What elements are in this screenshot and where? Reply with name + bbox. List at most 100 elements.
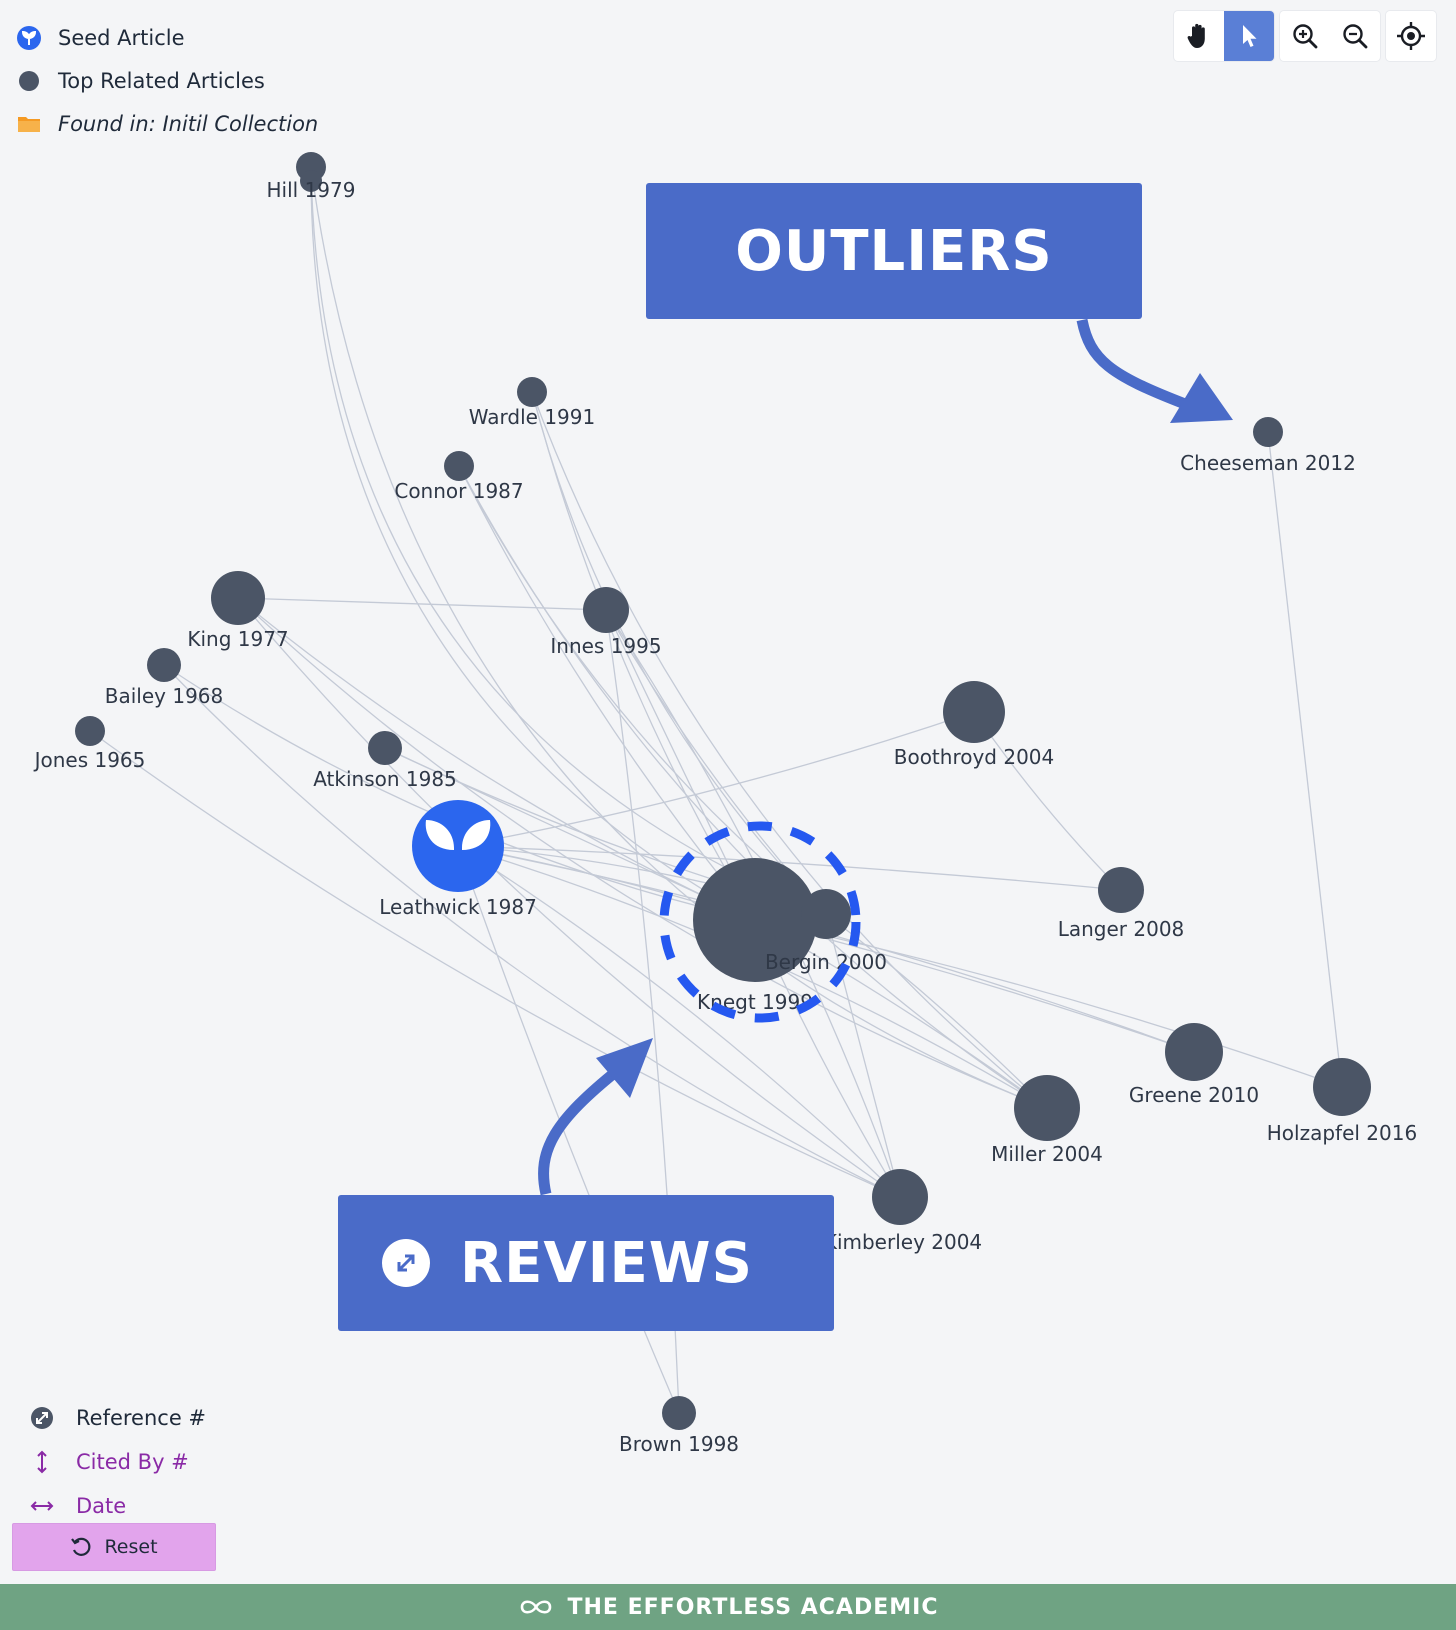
edge-leathwick-langer [457,845,1122,891]
callout-arrows [538,318,1233,1196]
node-langer[interactable] [1098,867,1144,913]
hand-icon [1187,23,1205,48]
node-circle-bailey[interactable] [147,648,181,682]
node-circle-langer[interactable] [1098,867,1144,913]
legend-found: Found in: Initil Collection [16,102,318,145]
zoom-in-button[interactable] [1280,11,1330,61]
node-boothroyd[interactable] [943,681,1005,743]
node-circle-brown[interactable] [662,1396,696,1430]
node-circle-connor[interactable] [444,451,474,481]
legend-related-label: Top Related Articles [58,68,265,93]
node-circle-atkinson[interactable] [368,731,402,765]
edge-king-miller [237,597,1048,1109]
pointer-icon [1243,25,1257,47]
node-circle-greene[interactable] [1165,1023,1223,1081]
mode-tools [1174,11,1274,61]
select-tool-button[interactable] [1224,11,1274,61]
edge-leathwick-boothroyd [457,711,975,847]
horizontal-arrows-icon [28,1496,56,1516]
legend-seed: Seed Article [16,16,318,59]
node-circle-jones[interactable] [75,716,105,746]
reference-icon [28,1406,56,1430]
infinity-icon [518,1597,554,1617]
edge-wardle-knegt [531,391,756,921]
graph-nodes [75,152,1371,1430]
node-connor[interactable] [444,451,474,481]
edge-wardle-miller [531,391,1048,1109]
node-brown[interactable] [662,1396,696,1430]
node-circle-wardle[interactable] [517,377,547,407]
node-miller[interactable] [1014,1075,1080,1141]
node-circle-bergin[interactable] [801,889,851,939]
node-wardle[interactable] [517,377,547,407]
node-innes[interactable] [583,587,629,633]
reset-button[interactable]: Reset [12,1523,216,1571]
seed-node-leathwick[interactable] [412,800,504,892]
reset-label: Reset [104,1536,158,1558]
node-circle-boothroyd[interactable] [943,681,1005,743]
node-circle-cheeseman[interactable] [1253,417,1283,447]
node-label-bergin: Bergin 2000 [765,950,887,974]
edge-king-innes [237,597,607,611]
node-label-bailey: Bailey 1968 [105,684,224,708]
node-greene[interactable] [1165,1023,1223,1081]
date-option[interactable]: Date [28,1484,206,1528]
cited-by-option[interactable]: Cited By # [28,1440,206,1484]
zoom-tools [1280,11,1380,61]
node-atkinson[interactable] [368,731,402,765]
reviews-callout: REVIEWS [338,1195,834,1331]
node-circle-king[interactable] [211,571,265,625]
seed-node-circle[interactable] [412,800,504,892]
outliers-arrow-line [1076,318,1187,410]
node-label-boothroyd: Boothroyd 2004 [894,745,1055,769]
node-circle-kimberley[interactable] [872,1169,928,1225]
edge-jones-kimberley [89,730,901,1198]
node-king[interactable] [211,571,265,625]
outliers-arrow-head [1170,373,1233,423]
target-icon [1397,22,1425,50]
node-jones[interactable] [75,716,105,746]
edge-connor-miller [458,465,1048,1109]
node-label-brown: Brown 1998 [619,1432,739,1456]
node-cheeseman[interactable] [1253,417,1283,447]
highlight-dashed-ring [659,821,861,1023]
node-bergin[interactable] [801,889,851,939]
node-kimberley[interactable] [872,1169,928,1225]
pan-tool-button[interactable] [1174,11,1224,61]
node-bailey[interactable] [147,648,181,682]
node-hill[interactable] [296,152,326,192]
node-label-connor: Connor 1987 [394,479,523,503]
node-circle-hill-overlap[interactable] [300,170,322,192]
edge-leathwick-greene [457,845,1195,1053]
cited-by-label: Cited By # [76,1450,189,1474]
node-knegt[interactable] [693,858,817,982]
footer-label: THE EFFORTLESS ACADEMIC [567,1594,939,1620]
edge-bailey-kimberley [163,664,901,1198]
zoom-out-button[interactable] [1330,11,1380,61]
node-label-king: King 1977 [187,627,288,651]
node-holzapfel[interactable] [1313,1058,1371,1116]
zoom-in-icon [1293,24,1318,49]
node-label-greene: Greene 2010 [1129,1083,1259,1107]
node-label-cheeseman: Cheeseman 2012 [1180,451,1356,475]
legend-related: Top Related Articles [16,59,318,102]
reset-icon [70,1536,92,1558]
node-label-miller: Miller 2004 [991,1142,1103,1166]
node-circle-holzapfel[interactable] [1313,1058,1371,1116]
node-label-wardle: Wardle 1991 [469,405,595,429]
outliers-callout: OUTLIERS [646,183,1142,319]
node-circle-miller[interactable] [1014,1075,1080,1141]
size-legend: Reference # Cited By # Date [28,1396,206,1528]
vertical-arrows-icon [28,1449,56,1475]
reference-count-option[interactable]: Reference # [28,1396,206,1440]
node-circle-knegt[interactable] [693,858,817,982]
legend-found-label: Found in: Initil Collection [58,111,319,136]
edge-leathwick-brown [457,845,680,1414]
expand-arrows-icon [382,1239,430,1287]
node-label-atkinson: Atkinson 1985 [313,767,457,791]
footer-banner: THE EFFORTLESS ACADEMIC [0,1584,1456,1630]
recenter-button[interactable] [1386,11,1436,61]
node-circle-innes[interactable] [583,587,629,633]
